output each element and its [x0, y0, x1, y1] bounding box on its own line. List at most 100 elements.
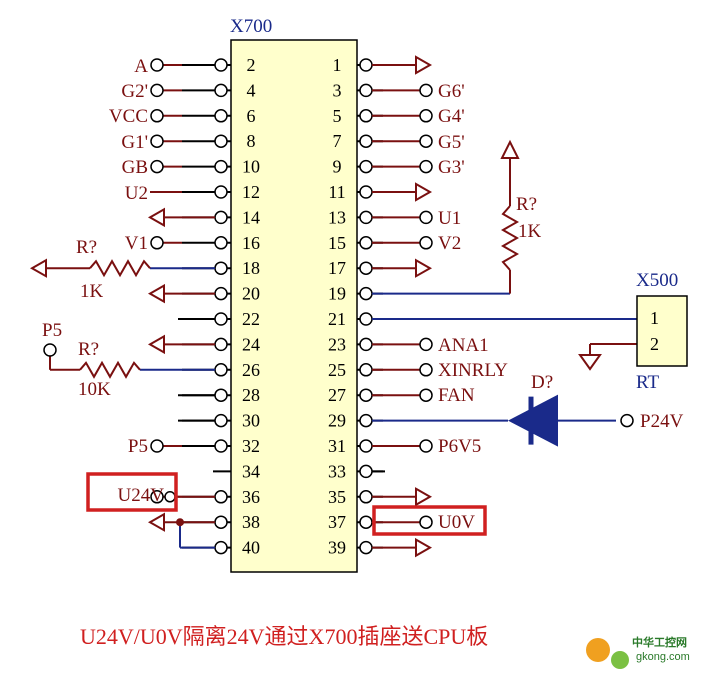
arrow-left-pin-24-icon [147, 334, 165, 355]
pin-number-9: 9 [333, 157, 342, 177]
pin-number-30: 30 [242, 411, 260, 431]
resistor-19-ref: R? [516, 194, 537, 215]
pin-number-8: 8 [247, 131, 256, 151]
net-label-xinrly: XINRLY [438, 360, 508, 381]
stub-circle-pin-35 [359, 490, 373, 504]
pin-number-5: 5 [333, 106, 342, 126]
pin-number-2: 2 [247, 55, 256, 75]
connector-x700-title: X700 [230, 16, 272, 37]
x500-pin-2: 2 [650, 334, 659, 354]
arrow-up-r19-icon [500, 139, 520, 159]
pin-number-3: 3 [333, 80, 342, 100]
pin-number-4: 4 [247, 80, 256, 100]
net-label-g2: G2' [121, 81, 148, 102]
watermark-gear-small-icon [611, 651, 629, 669]
pin-number-36: 36 [242, 487, 260, 507]
stub-circle-pin-5 [359, 109, 373, 123]
stub-circle-pin-23 [359, 337, 373, 352]
pin-number-19: 19 [328, 284, 346, 304]
stub-circle-pin-24 [214, 337, 228, 352]
pin-number-39: 39 [328, 538, 346, 558]
net-circle-pin-25 [419, 363, 433, 377]
stub-circle-pin-27 [359, 388, 373, 402]
pin-number-27: 27 [328, 385, 346, 405]
stub-circle-pin-10 [214, 159, 228, 174]
stub-circle-pin-40 [214, 540, 228, 555]
caption: U24V/U0V隔离24V通过X700插座送CPU板 [80, 624, 488, 649]
pin-number-6: 6 [247, 106, 256, 126]
net-circle-pin-32 [150, 439, 164, 453]
stub-circle-pin-22 [214, 312, 228, 326]
stub-circle-pin-39 [359, 540, 373, 555]
resistor-26-zigzag-icon [79, 360, 141, 379]
net-label-u24v: U24V [118, 485, 165, 506]
resistor-26-value: 10K [78, 379, 111, 400]
arrow-left-r18-icon [29, 258, 47, 278]
arrow-right-pin-39-icon [415, 537, 433, 558]
net-label-g1: G1' [121, 132, 148, 153]
stub-circle-pin-28 [214, 388, 228, 402]
net-label-p24v: P24V [640, 411, 684, 432]
stub-circle-pin-1 [359, 58, 373, 72]
stub-circle-pin-36 [214, 490, 228, 504]
arrow-right-pin-11-icon [415, 182, 433, 202]
stub-circle-pin-13 [359, 210, 373, 225]
connector-x500-title: X500 [636, 270, 678, 291]
net-circle-pin-37 [419, 515, 433, 529]
net-label-g5: G5' [438, 132, 465, 153]
pin-number-33: 33 [328, 461, 346, 481]
watermark-gear-icon [586, 638, 610, 662]
left-net-labels: A G2' VCC G1' GB U2 V1 P5 U24V [109, 56, 164, 506]
net-label-v1: V1 [125, 233, 148, 254]
net-label-gb: GB [122, 157, 148, 178]
arrow-left-pin-20-icon [147, 283, 165, 304]
arrow-left-pin-38-icon [147, 512, 165, 532]
pin-number-23: 23 [328, 334, 346, 354]
net-circle-pin-5 [419, 109, 433, 123]
stub-circle-pin-15 [359, 236, 373, 250]
stub-circle-pin-17 [359, 261, 373, 275]
connector-x500-sub: RT [636, 372, 660, 393]
right-net-labels: G6' G4' G5' G3' U1 V2 ANA1 XINRLY FAN P6… [438, 81, 508, 533]
stub-circle-pin-29 [359, 413, 373, 428]
stub-circle-pin-7 [359, 134, 373, 148]
net-circle-pin-13 [419, 210, 433, 225]
net-label-vcc: VCC [109, 106, 148, 127]
pin-number-16: 16 [242, 233, 260, 253]
stub-circle-pin-3 [359, 83, 373, 98]
net-circle-u24v [164, 491, 176, 503]
watermark-text-cn: 中华工控网 [632, 635, 687, 649]
net-label-u0v: U0V [438, 512, 475, 533]
stub-circle-pin-16 [214, 236, 228, 250]
net-label-g6: G6' [438, 81, 465, 102]
net-label-v2: V2 [438, 233, 461, 254]
pin-number-29: 29 [328, 411, 346, 431]
stub-circle-pin-12 [214, 185, 228, 199]
pin-number-13: 13 [328, 207, 346, 227]
net-label-p5-pin32: P5 [128, 436, 148, 457]
net-circle-pin-4 [150, 83, 164, 98]
stub-circle-pin-21 [359, 312, 373, 326]
pin-number-7: 7 [333, 131, 342, 151]
diode-icon [508, 394, 558, 447]
net-circle-pin-36 [150, 490, 164, 504]
watermark-text-en: gkong.com [636, 651, 690, 663]
resistor-26-ref: R? [78, 339, 99, 360]
net-circle-pin-3 [419, 83, 433, 98]
net-circle-pin-16 [150, 236, 164, 250]
symbols [29, 55, 634, 558]
pin-number-11: 11 [328, 182, 345, 202]
pin-number-14: 14 [242, 207, 260, 227]
resistor-19-value: 1K [518, 221, 542, 242]
net-circle-pin-23 [419, 337, 433, 352]
net-label-u1: U1 [438, 208, 461, 229]
net-label-ana1: ANA1 [438, 335, 489, 356]
resistor-18-zigzag-icon [89, 259, 151, 278]
pin-number-26: 26 [242, 360, 260, 380]
diode-ref: D? [531, 372, 553, 393]
pin-number-25: 25 [328, 360, 346, 380]
pin-numbers: 2468101214161820222426283032343638401357… [242, 55, 346, 558]
resistor-18-ref: R? [76, 237, 97, 258]
